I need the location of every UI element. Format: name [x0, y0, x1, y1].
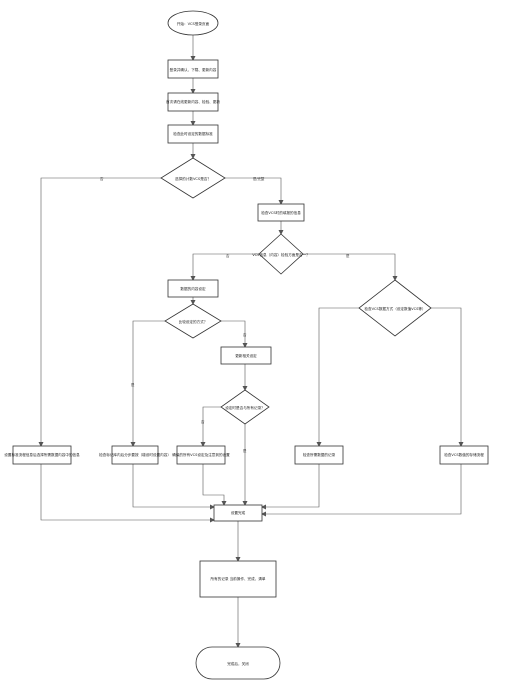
mid-left-label: 检查标记库内后分步要按（增设时设置内容） — [99, 452, 171, 457]
final-box: 所有的记录 当前操作、完成、清单 — [199, 560, 277, 598]
mid-box: 确保的所有VCS设定及注意到的设置 — [172, 445, 230, 465]
prep-label: 登录并确认、下载、更新内容 — [170, 67, 217, 72]
edges — [38, 35, 464, 648]
left-long-box: 设置标准流程信息后选择所需数据内容中的信息 — [4, 445, 80, 465]
d3-label: 比较设定的方式？ — [179, 319, 208, 324]
edge-label-d4-no: 否 — [201, 420, 205, 424]
decision-d4: 设定时是否与所有记录？ — [220, 389, 270, 425]
final-label: 所有的记录 当前操作、完成、清单 — [210, 576, 265, 581]
edge-label-d1-yes: 是/完整 — [253, 176, 265, 181]
d3-yes-box: 数据的内容设定 — [167, 279, 219, 298]
prep-box: 登录并确认、下载、更新内容 — [167, 59, 219, 79]
right-left-label: 检查所需数据的记录 — [303, 452, 336, 457]
d3-yes-label: 数据的内容设定 — [180, 286, 206, 291]
merge-box: 设置完成 — [213, 504, 263, 522]
d1-label: 选择的计数VCS是否？ — [175, 176, 211, 181]
step3-label: 检查此时设定的数据标准 — [173, 131, 213, 136]
right-right-box: 检查VCS数值的存储流程 — [439, 445, 489, 465]
d2-label: VCS信息（内容）检验方面是否一？ — [252, 252, 310, 257]
edge-label-d2-no: 否 — [226, 254, 230, 258]
step2-box: 首次请在线更新内容、检验、更新 — [166, 92, 220, 112]
mid-label: 确保的所有VCS设定及注意到的设置 — [172, 452, 230, 457]
mid-left-box: 检查标记库内后分步要按（增设时设置内容） — [99, 445, 171, 465]
edge-label-d3-yes: 否 — [243, 333, 247, 337]
end-node: 完成后，关闭 — [195, 646, 281, 680]
end-label: 完成后，关闭 — [227, 661, 249, 666]
start-node: 开始：VCS登录页面 — [167, 10, 219, 36]
start-label: 开始：VCS登录页面 — [177, 21, 210, 26]
merge-label: 设置完成 — [231, 510, 246, 515]
decision-d5: 检查VCS数据方式（设定数值VCS等） — [358, 279, 432, 337]
edge-label-d4-yes: 是 — [243, 448, 247, 453]
right-right-label: 检查VCS数值的存储流程 — [444, 452, 484, 457]
d4-label: 设定时是否与所有记录？ — [225, 405, 265, 410]
edge-label-d1-no: 否 — [100, 177, 104, 181]
decision-d2: VCS信息（内容）检验方面是否一？ — [252, 233, 310, 275]
left-long-label: 设置标准流程信息后选择所需数据内容中的信息 — [4, 452, 80, 457]
step4-label: 检查VCS时的填报的信息 — [261, 210, 301, 215]
right-left-box: 检查所需数据的记录 — [294, 445, 344, 465]
d5-label: 检查VCS数据方式（设定数值VCS等） — [364, 306, 425, 311]
replace-label: 更新相关设定 — [235, 353, 257, 358]
decision-d3: 比较设定的方式？ — [164, 303, 222, 339]
step2-label: 首次请在线更新内容、检验、更新 — [166, 99, 220, 104]
replace-box: 更新相关设定 — [220, 346, 272, 365]
decision-d1: 选择的计数VCS是否？ — [160, 157, 226, 199]
edge-label-d3-no: 是 — [131, 382, 135, 387]
step4-box: 检查VCS时的填报的信息 — [257, 203, 305, 222]
edge-label-d2-yes: 是 — [346, 253, 350, 258]
step3-box: 检查此时设定的数据标准 — [167, 124, 219, 144]
